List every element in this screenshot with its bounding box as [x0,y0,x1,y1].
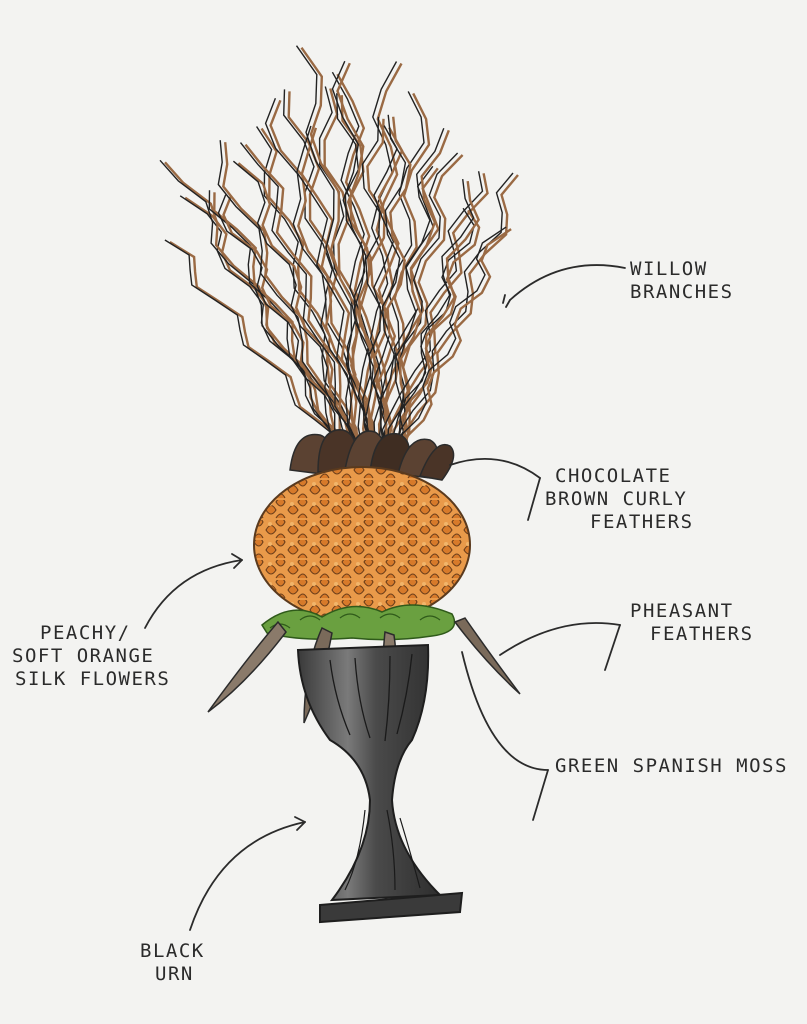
willow-branch-shadow [393,129,450,453]
willow-branch [164,239,341,451]
arrow-pheasant [499,622,621,656]
label-chocolate-line2: BROWN CURLY [545,487,688,510]
label-green-spanish-moss: GREEN SPANISH MOSS [555,755,788,778]
label-willow-line1: WILLOW [630,258,708,280]
arrow-peachy [144,559,243,629]
willow-branch [399,226,507,451]
willow-branch-shadow [169,240,347,453]
label-pheasant-line1: PHEASANT [630,600,734,622]
label-moss-line1: GREEN SPANISH MOSS [555,755,788,777]
willow-branches [159,45,519,453]
label-urn-line1: BLACK [140,940,205,962]
label-willow-branches: WILLOW BRANCHES [630,258,734,304]
willow-branch-shadow [399,180,480,453]
label-peachy-line3: SILK FLOWERS [15,667,171,690]
green-spanish-moss [261,604,456,641]
label-peachy-line1: PEACHY/ [40,622,131,644]
arrow-urn [189,821,306,931]
willow-branch-shadow [401,174,519,453]
arrow-moss [461,651,549,771]
willow-branch [379,91,425,451]
willow-branch-shadow [403,228,512,453]
willow-branch [372,125,398,451]
chocolate-feathers [289,429,455,481]
willow-branch-shadow [244,143,363,453]
willow-branch-shadow [164,161,351,453]
black-urn [296,643,464,924]
willow-branch [282,89,360,451]
label-pheasant-line2: FEATHERS [650,622,754,645]
willow-branch [217,140,352,451]
willow-branch [232,160,356,451]
willow-branch [379,114,407,451]
willow-branch [369,61,398,451]
leader-arrows [144,264,626,931]
label-peachy-silk-flowers: PEACHY/ SOFT ORANGE SILK FLOWERS [12,622,170,690]
willow-branch [331,71,371,451]
willow-branch [361,116,383,451]
arrow-willow [509,264,626,301]
willow-branch-shadow [300,47,375,453]
label-urn-line2: URN [155,962,194,985]
willow-branch [395,179,475,451]
willow-branch-shadow [323,88,374,453]
willow-branch [397,172,514,451]
willow-branch-shadow [336,73,376,453]
willow-branch [239,142,358,451]
willow-branch [331,60,375,451]
label-chocolate-line1: CHOCOLATE [555,465,672,487]
label-black-urn: BLACK URN [140,940,205,986]
willow-branch [217,194,349,451]
willow-branch-shadow [213,192,353,453]
willow-branch-shadow [237,162,361,453]
willow-branch [386,152,459,451]
willow-branch [295,45,369,451]
label-peachy-line2: SOFT ORANGE [12,644,155,667]
willow-branch [159,159,345,451]
label-chocolate-feathers: CHOCOLATE BROWN CURLY FEATHERS [545,465,694,533]
label-chocolate-line3: FEATHERS [590,510,694,533]
label-willow-line2: BRANCHES [630,280,734,303]
willow-branch-shadow [383,116,412,453]
arrow-chocolate [449,458,541,479]
willow-branch-shadow [336,62,380,453]
peach-silk-flowers [253,466,471,624]
label-pheasant-feathers: PHEASANT FEATHERS [630,600,754,646]
willow-branch [388,128,445,451]
willow-branch-shadow [386,167,440,453]
